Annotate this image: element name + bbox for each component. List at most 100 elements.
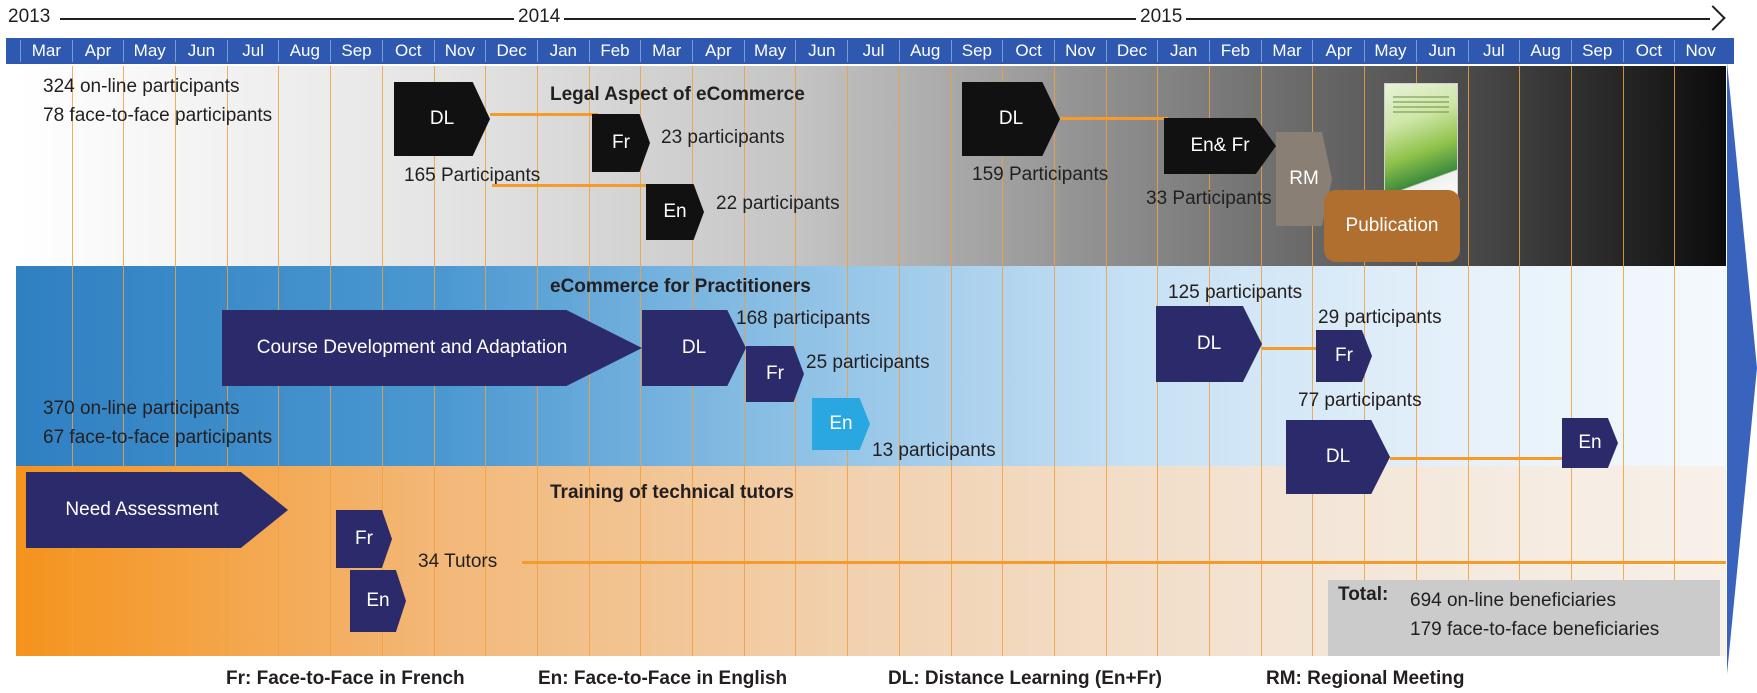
month-label: Dec	[1105, 40, 1158, 62]
month-label: Nov	[433, 40, 486, 62]
tutors-fr-label: Fr	[355, 528, 373, 549]
prac-dl3-connector	[1390, 457, 1566, 460]
month-label: Oct	[381, 40, 434, 62]
month-gridline	[175, 66, 177, 656]
month-label: Jan	[536, 40, 589, 62]
prac-en2-shape: En	[1562, 418, 1618, 468]
band-legal-aspect	[16, 66, 1726, 266]
tutors-en-label: En	[366, 590, 390, 611]
legal-rm-count: 33 Participants	[1146, 188, 1272, 209]
month-label: Dec	[485, 40, 537, 62]
month-label: Feb	[1209, 40, 1261, 62]
prac-dl2-label: DL	[1196, 333, 1222, 354]
month-label: Jul	[1467, 40, 1520, 62]
prac-fr2-count: 29 participants	[1318, 307, 1442, 328]
month-gridline	[123, 66, 125, 656]
legal-enfr-label: En& Fr	[1190, 135, 1250, 156]
month-label: Jul	[226, 40, 279, 62]
publication-box: Publication	[1324, 190, 1460, 262]
month-label: May	[123, 40, 175, 62]
legal-fr-label: Fr	[612, 132, 630, 153]
prac-en1-label: En	[829, 413, 853, 434]
month-label: Jun	[175, 40, 227, 62]
month-label: Jun	[1415, 40, 1468, 62]
month-gridline	[1415, 66, 1417, 656]
legal-dl2-label: DL	[998, 108, 1024, 129]
practitioners-title: eCommerce for Practitioners	[550, 276, 811, 297]
month-label: Aug	[1519, 40, 1571, 62]
month-label: Oct	[1622, 40, 1675, 62]
month-gridline	[1053, 66, 1055, 656]
tutors-count: 34 Tutors	[418, 551, 498, 572]
month-label: Jun	[795, 40, 847, 62]
legal-fr-count: 23 participants	[661, 127, 785, 148]
legal-rm-label: RM	[1289, 168, 1319, 189]
prac-dl3-label: DL	[1325, 446, 1351, 467]
legal-dl2-count: 159 Participants	[972, 164, 1109, 185]
prac-dl3-shape: DL	[1286, 420, 1390, 494]
prac-fr1-count: 25 participants	[806, 352, 930, 373]
month-label: Aug	[898, 40, 951, 62]
legal-title: Legal Aspect of eCommerce	[550, 84, 805, 105]
month-label: Apr	[71, 40, 124, 62]
tutors-en-shape: En	[350, 570, 406, 632]
legend-rm: RM: Regional Meeting	[1266, 668, 1465, 689]
legal-f2f-count: 78 face-to-face participants	[43, 105, 273, 126]
prac-dl2-count: 125 participants	[1168, 282, 1303, 303]
month-gridline	[1002, 66, 1004, 656]
month-label: May	[1364, 40, 1416, 62]
month-gridline	[950, 66, 952, 656]
legal-fr-shape: Fr	[592, 114, 650, 172]
month-gridline	[898, 66, 900, 656]
total-box	[1328, 580, 1720, 656]
month-label: Mar	[640, 40, 692, 62]
timeline-arrow-icon	[1700, 5, 1726, 31]
prac-dl3-count: 77 participants	[1298, 390, 1422, 411]
month-label: May	[743, 40, 796, 62]
month-gridline	[1570, 66, 1572, 656]
month-gridline	[1312, 66, 1314, 656]
month-label: Jan	[1157, 40, 1209, 62]
year-timeline-line	[60, 18, 1710, 20]
legal-dl2-shape: DL	[962, 82, 1060, 156]
prac-dl2-connector	[1262, 347, 1318, 350]
month-label: Feb	[588, 40, 641, 62]
legend-en: En: Face-to-Face in English	[538, 668, 788, 689]
month-gridline	[640, 66, 642, 656]
tutors-title: Training of technical tutors	[550, 482, 794, 503]
month-label: Mar	[20, 40, 72, 62]
month-label: Nov	[1053, 40, 1106, 62]
prac-f2f-count: 67 face-to-face participants	[43, 427, 273, 448]
month-gridline	[1467, 66, 1469, 656]
month-label: Sep	[950, 40, 1003, 62]
prac-dl1-label: DL	[681, 337, 707, 358]
legal-dl1-shape: DL	[394, 82, 490, 156]
month-label: Sep	[1570, 40, 1623, 62]
month-label: Jul	[847, 40, 899, 62]
total-label: Total:	[1338, 584, 1389, 605]
total-online: 694 on-line beneficiaries	[1410, 590, 1616, 611]
month-gridline	[1519, 66, 1521, 656]
legal-rm-shape: RM	[1276, 132, 1332, 226]
prac-en1-shape: En	[812, 398, 870, 450]
course-dev-label: Course Development and Adaptation	[256, 337, 568, 358]
legal-en-count: 22 participants	[716, 193, 840, 214]
prac-dl1-shape: DL	[642, 310, 746, 386]
prac-dl1-count: 168 participants	[736, 308, 871, 329]
month-label: Sep	[330, 40, 382, 62]
side-arrow-icon	[1727, 62, 1757, 674]
publication-cover-image	[1384, 83, 1458, 207]
legal-online-count: 324 on-line participants	[43, 76, 240, 97]
prac-fr2-shape: Fr	[1316, 330, 1372, 382]
year-label-2015: 2015	[1136, 6, 1187, 28]
legal-enfr-shape: En& Fr	[1164, 118, 1276, 174]
month-label: Mar	[1260, 40, 1313, 62]
need-assessment-label: Need Assessment	[65, 499, 219, 520]
month-gridline	[71, 66, 73, 656]
prac-dl2-shape: DL	[1156, 306, 1262, 382]
prac-en2-label: En	[1578, 432, 1602, 453]
legend-fr: Fr: Face-to-Face in French	[226, 668, 465, 689]
tutors-timeline-line	[522, 561, 1726, 564]
month-gridline	[1622, 66, 1624, 656]
